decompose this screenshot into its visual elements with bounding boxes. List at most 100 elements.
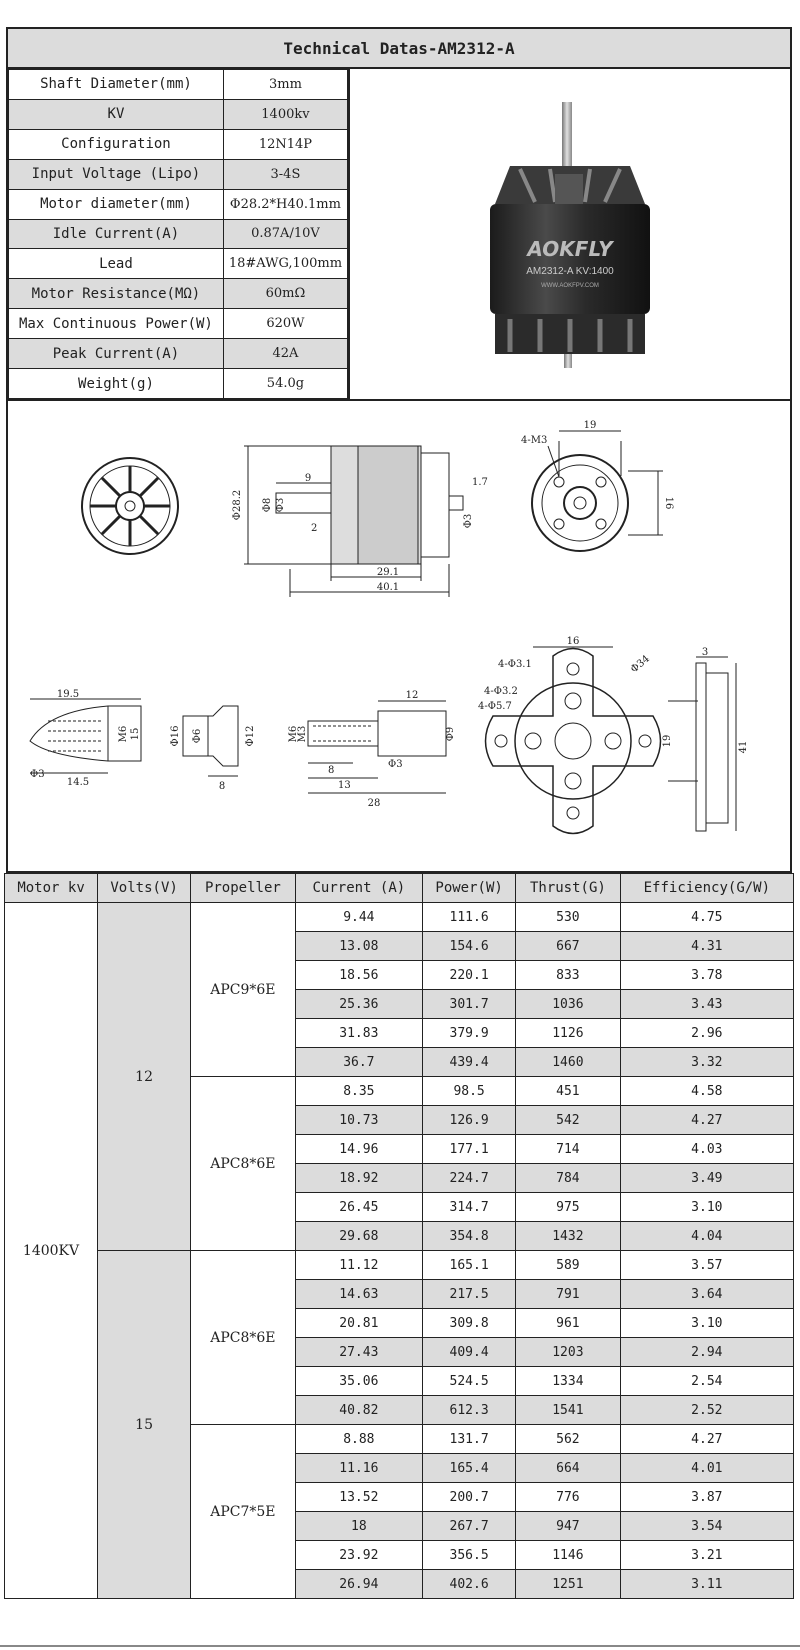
data-cell: 2.96 [619, 1018, 795, 1048]
column-header: Power(W) [422, 873, 517, 903]
data-cell: 3.11 [619, 1569, 795, 1599]
volts-cell: 15 [97, 1250, 192, 1599]
bottom-divider [0, 1645, 800, 1647]
x-mount-drawing [484, 646, 698, 835]
data-cell: 4.04 [619, 1221, 795, 1251]
data-cell: 3.64 [619, 1279, 795, 1309]
data-cell: 26.94 [294, 1569, 424, 1599]
dim-phi3-c: Φ3 [30, 769, 45, 780]
spec-label: Lead [8, 248, 224, 280]
data-cell: 3.21 [619, 1540, 795, 1570]
volts-cell: 12 [97, 902, 192, 1251]
data-cell: 714 [515, 1134, 621, 1164]
data-cell: 23.92 [294, 1540, 424, 1570]
data-cell: 3.49 [619, 1163, 795, 1193]
motor-kv-cell: 1400KV [3, 902, 99, 1599]
data-cell: 439.4 [422, 1047, 517, 1077]
dim-13: 13 [338, 780, 351, 791]
data-cell: 3.43 [619, 989, 795, 1019]
data-cell: 562 [515, 1424, 621, 1454]
dim-phi16: Φ16 [170, 726, 181, 747]
data-cell: 791 [515, 1279, 621, 1309]
data-cell: 1460 [515, 1047, 621, 1077]
data-cell: 2.94 [619, 1337, 795, 1367]
data-cell: 1432 [515, 1221, 621, 1251]
dim-19-5: 19.5 [57, 689, 79, 700]
data-cell: 36.7 [294, 1047, 424, 1077]
dim-phi6: Φ6 [192, 729, 203, 744]
spec-label: Configuration [8, 128, 224, 160]
propeller-cell: APC8*6E [190, 1076, 296, 1251]
data-cell: 667 [515, 931, 621, 961]
data-cell: 8.35 [294, 1076, 424, 1106]
datasheet: Technical Datas-AM2312-A Shaft Diameter(… [3, 27, 795, 1599]
spec-label: Peak Current(A) [8, 338, 224, 370]
spec-row: Motor Resistance(MΩ)60mΩ [8, 278, 349, 310]
data-cell: 3.10 [619, 1192, 795, 1222]
data-cell: 10.73 [294, 1105, 424, 1135]
data-cell: 154.6 [422, 931, 517, 961]
spec-value: 0.87A/10V [222, 218, 349, 250]
data-cell: 947 [515, 1511, 621, 1541]
dim-phi3-b: Φ3 [463, 514, 474, 529]
data-cell: 2.52 [619, 1395, 795, 1425]
dim-phi8: Φ8 [262, 498, 273, 513]
data-cell: 354.8 [422, 1221, 517, 1251]
spec-value: 3mm [222, 69, 349, 100]
data-cell: 29.68 [294, 1221, 424, 1251]
photo-model: AM2312-A KV:1400 [526, 266, 614, 277]
motor-rear-view [531, 430, 663, 552]
dim-16: 16 [663, 497, 674, 510]
data-cell: 612.3 [422, 1395, 517, 1425]
data-cell: 4.01 [619, 1453, 795, 1483]
data-cell: 776 [515, 1482, 621, 1512]
data-cell: 309.8 [422, 1308, 517, 1338]
dim-41: 41 [738, 741, 749, 754]
data-cell: 35.06 [294, 1366, 424, 1396]
data-cell: 8.88 [294, 1424, 424, 1454]
dim-phi3-a: Φ3 [275, 498, 286, 513]
data-cell: 267.7 [422, 1511, 517, 1541]
column-header: Current (A) [294, 873, 424, 903]
spec-value: 60mΩ [222, 278, 349, 310]
spec-value: 42A [222, 338, 349, 370]
data-cell: 126.9 [422, 1105, 517, 1135]
data-cell: 301.7 [422, 989, 517, 1019]
data-cell: 14.96 [294, 1134, 424, 1164]
dim-3: 3 [702, 647, 708, 658]
data-cell: 98.5 [422, 1076, 517, 1106]
data-cell: 833 [515, 960, 621, 990]
data-cell: 224.7 [422, 1163, 517, 1193]
data-cell: 177.1 [422, 1134, 517, 1164]
motor-side-view [244, 445, 464, 597]
spec-value: 54.0g [222, 368, 349, 399]
spec-row: Shaft Diameter(mm)3mm [8, 69, 349, 100]
data-cell: 1146 [515, 1540, 621, 1570]
spec-label: Max Continuous Power(W) [8, 308, 224, 340]
data-cell: 1334 [515, 1366, 621, 1396]
propeller-cell: APC7*5E [190, 1424, 296, 1599]
data-cell: 27.43 [294, 1337, 424, 1367]
data-cell: 530 [515, 902, 621, 932]
spec-row: Weight(g)54.0g [8, 368, 349, 399]
technical-drawings: 29.1 40.1 9 1.7 Φ28.2 Φ8 Φ3 2 Φ3 [6, 401, 792, 873]
data-cell: 961 [515, 1308, 621, 1338]
column-header: Thrust(G) [515, 873, 621, 903]
label-phi3-2: 4-Φ3.2 [484, 686, 518, 697]
